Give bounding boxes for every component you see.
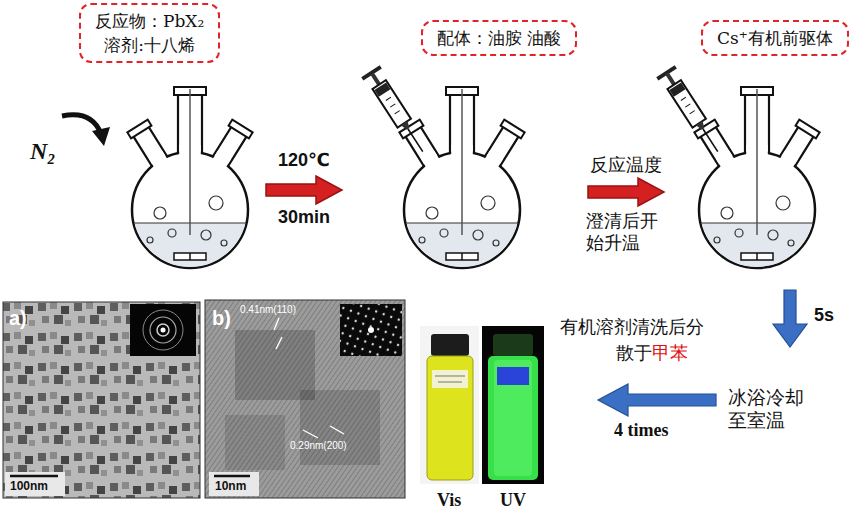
flask bbox=[120, 87, 260, 283]
step-arrow bbox=[773, 290, 807, 347]
annotation-label: 120℃ bbox=[278, 150, 330, 172]
annotation-label: 冰浴冷却 至室温 bbox=[728, 386, 812, 432]
annotation-label: 散于 bbox=[616, 342, 652, 364]
annotation-label: 100nm bbox=[10, 479, 48, 493]
annotation-label: 有机溶剂清洗后分 bbox=[560, 316, 704, 338]
annotation-label: 30min bbox=[278, 207, 330, 229]
annotation-label: 甲苯 bbox=[652, 342, 688, 364]
annotation-label: 0.29nm(200) bbox=[290, 440, 347, 452]
annotation-label: 5s bbox=[814, 305, 834, 327]
reagent-box: 反应物：PbX₂溶剂:十八烯 bbox=[79, 3, 220, 63]
syringe bbox=[656, 65, 727, 157]
annotation-label: 0.41nm(110) bbox=[240, 304, 296, 316]
process-arrow bbox=[266, 176, 342, 204]
visible-photo bbox=[420, 326, 479, 484]
annotation-label: b) bbox=[212, 306, 231, 330]
box-text: 溶剂:十八烯 bbox=[95, 33, 204, 57]
process-arrow bbox=[588, 178, 664, 206]
syringe bbox=[361, 65, 432, 157]
annotation-label: 反应温度 bbox=[590, 154, 662, 176]
uv-photo bbox=[482, 326, 544, 484]
annotation-label: UV bbox=[500, 490, 526, 512]
reagent-box: Cs⁺有机前驱体 bbox=[701, 20, 849, 56]
annotation-label: N₂ bbox=[30, 137, 56, 166]
annotation-label: 10nm bbox=[215, 479, 246, 493]
box-text: 反应物：PbX₂ bbox=[95, 9, 204, 33]
annotation-label: 澄清后开 始升温 bbox=[586, 210, 663, 253]
box-text: 配体：油胺 油酸 bbox=[437, 26, 561, 50]
box-text: Cs⁺有机前驱体 bbox=[717, 26, 833, 50]
gas-arrowhead bbox=[92, 127, 110, 146]
tem-image bbox=[3, 302, 200, 498]
reagent-box: 配体：油胺 油酸 bbox=[421, 20, 577, 56]
annotation-label: a) bbox=[9, 306, 27, 330]
flask bbox=[687, 87, 827, 283]
hrtem-image bbox=[205, 300, 405, 498]
annotation-label: Vis bbox=[437, 490, 461, 512]
flask bbox=[392, 87, 532, 283]
step-arrow bbox=[598, 384, 716, 416]
annotation-label: 4 times bbox=[614, 420, 668, 442]
